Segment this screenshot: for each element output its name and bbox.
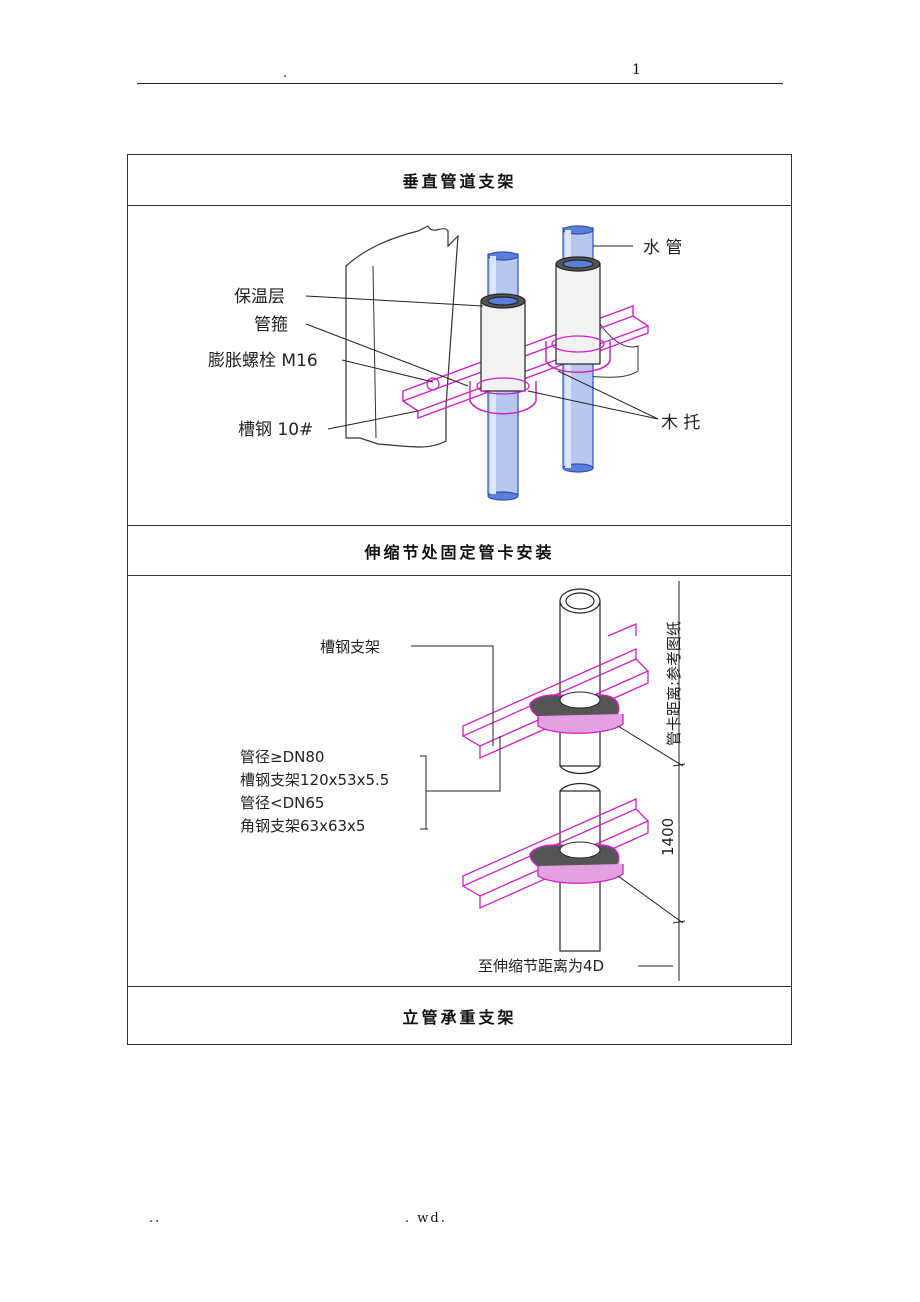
- header-rule: [137, 83, 783, 84]
- label-dimension-1400: 1400: [659, 818, 677, 856]
- label-wood-support: 木 托: [661, 413, 700, 433]
- label-joint-distance: 至伸缩节距离为4D: [478, 957, 604, 975]
- vertical-pipe-support-drawing: 水 管 保温层 管箍 膨胀螺栓 M16 木 托 槽钢 10#: [208, 225, 700, 501]
- section-title-expansion-joint-clamp: 伸缩节处固定管卡安装: [128, 526, 791, 576]
- label-spec-dn65: 管径<DN65: [240, 794, 324, 812]
- section-title-riser-load-support: 立管承重支架: [402, 1007, 517, 1027]
- label-clamp-distance: 管卡距离:参考图纸: [665, 621, 683, 746]
- label-clamp: 管箍: [254, 315, 288, 335]
- figure-vertical-pipe-support: 水 管 保温层 管箍 膨胀螺栓 M16 木 托 槽钢 10#: [128, 206, 791, 526]
- footer-center-text: . wd.: [405, 1211, 447, 1226]
- figure-table: 垂直管道支架: [127, 154, 792, 1045]
- page-number: 1: [632, 62, 641, 78]
- label-channel-steel: 槽钢 10#: [238, 420, 313, 440]
- expansion-joint-clamp-drawing: 槽钢支架 管径≥DN80 槽钢支架120x53x5.5 管径<DN65 角钢支架…: [240, 581, 686, 981]
- figure-expansion-joint-clamp: 槽钢支架 管径≥DN80 槽钢支架120x53x5.5 管径<DN65 角钢支架…: [128, 576, 791, 987]
- label-spec-angle-size: 角钢支架63x63x5: [240, 817, 365, 835]
- label-channel-bracket: 槽钢支架: [320, 638, 380, 656]
- label-insulation: 保温层: [234, 287, 285, 307]
- section-title-vertical-pipe-support: 垂直管道支架: [128, 155, 791, 206]
- label-spec-dn80: 管径≥DN80: [240, 748, 324, 766]
- header-dot: .: [283, 66, 288, 81]
- label-expansion-bolt: 膨胀螺栓 M16: [208, 351, 318, 371]
- label-spec-channel-size: 槽钢支架120x53x5.5: [240, 771, 389, 789]
- label-water-pipe: 水 管: [643, 238, 682, 258]
- footer-left-dots: ..: [149, 1211, 162, 1226]
